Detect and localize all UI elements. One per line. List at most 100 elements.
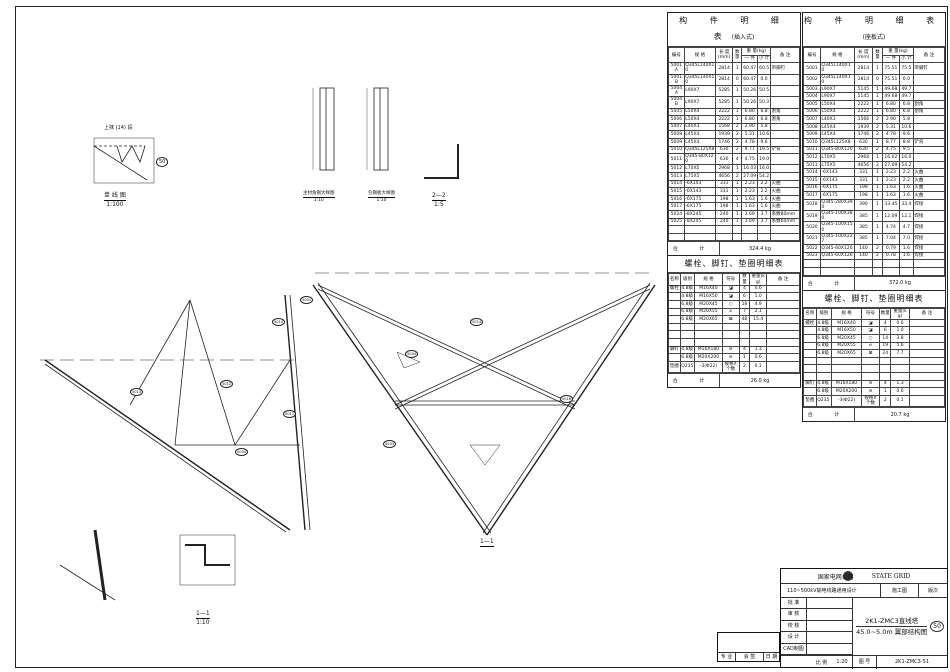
- table-cell: M20X45: [831, 334, 862, 343]
- table-cell: 5010: [803, 138, 821, 147]
- table-cell: Q235: [679, 360, 696, 374]
- table-cell: 9.77: [741, 145, 759, 155]
- company-name: 国家电网公司: [817, 573, 854, 581]
- caption-scale: 1:10: [376, 198, 387, 203]
- table-cell: ⊖: [721, 345, 740, 355]
- table-cell: 火曲: [770, 202, 800, 212]
- table-cell: [668, 353, 681, 362]
- table-cell: 27.09: [741, 172, 759, 181]
- table-cell: [912, 145, 946, 155]
- table-cell: 2: [872, 251, 883, 261]
- state-grid-logo-icon: [843, 571, 853, 581]
- table-cell: 1: [872, 232, 883, 246]
- table-cell: M20X45: [694, 299, 723, 309]
- table-cell: L75X5: [683, 172, 717, 181]
- table-cell: 240: [715, 210, 734, 219]
- table-cell: 2222: [853, 107, 874, 117]
- table-cell: 50.3: [757, 96, 772, 109]
- table-cell: -6X143: [819, 176, 855, 185]
- table-cell: 8.77: [881, 138, 900, 147]
- table-cell: [908, 379, 946, 389]
- table-cell: -8X245: [683, 217, 717, 227]
- table-cell: 2.1: [749, 307, 768, 317]
- table-cell: 4.74: [881, 221, 900, 234]
- table-cell: 5007: [803, 115, 821, 124]
- table-cell: 6.8级: [679, 353, 696, 362]
- table-cell: 系数80mm: [770, 210, 800, 219]
- table-cell: 3.69: [741, 217, 759, 227]
- table-cell: [912, 153, 946, 162]
- table-cell: 焊接: [912, 232, 946, 246]
- version-label: 版次: [927, 588, 938, 594]
- table-cell: 2: [872, 145, 883, 155]
- table-cell: 5005: [803, 100, 821, 109]
- table-cell: 5002: [803, 73, 821, 86]
- table-cell: M20X65: [694, 315, 723, 324]
- table-cell: Q345L125X8: [819, 138, 855, 147]
- table-cell: [721, 330, 740, 339]
- table-cell: 5016: [803, 183, 821, 193]
- table-cell: 140: [853, 244, 874, 253]
- table-row: [803, 372, 946, 381]
- table-cell: 6.80: [741, 107, 759, 117]
- table-cell: [831, 372, 862, 381]
- table-cell: 2222: [853, 100, 874, 109]
- side-truss: [44, 294, 311, 533]
- table-cell: M20X200: [694, 353, 723, 362]
- table-cell: [738, 330, 751, 339]
- table-cell: 2: [879, 394, 892, 408]
- table-cell: 1746: [715, 137, 734, 147]
- single-line-title: 上抹 (14) 段: [104, 125, 133, 131]
- table-cell: 6.8级: [815, 387, 833, 396]
- table-cell: 2.23: [881, 168, 900, 177]
- table-cell: 198: [853, 191, 874, 200]
- table-cell: 3.8: [890, 334, 910, 343]
- table-cell: 焊接: [912, 221, 946, 234]
- table-cell: [738, 337, 751, 347]
- table-cell: 0.6: [749, 353, 768, 362]
- table-cell: 2968: [715, 164, 734, 174]
- table-cell: Q345-80X120: [819, 145, 855, 155]
- table-cell: 5004A: [668, 84, 685, 98]
- table-cell: 铲背: [912, 138, 946, 147]
- table-cell: ⊖: [860, 379, 881, 389]
- table-row: [803, 364, 946, 374]
- table-cell: 割角: [912, 107, 946, 117]
- table-cell: 5022: [803, 244, 821, 253]
- table-cell: 带脚钉: [912, 62, 946, 75]
- table-cell: -3(Φ22): [694, 360, 723, 374]
- table-cell: 1: [872, 221, 883, 234]
- table-cell: 2: [732, 130, 743, 139]
- table-cell: 6: [879, 326, 892, 336]
- table-cell: 3.7: [757, 217, 772, 227]
- table-cell: 16.0: [898, 153, 914, 162]
- table-cell: 5013: [668, 172, 685, 181]
- table-cell: 4.7: [898, 221, 914, 234]
- table-cell: 1: [732, 96, 743, 109]
- table-cell: 5009: [803, 130, 821, 140]
- table-cell: 1.6: [898, 191, 914, 200]
- table-cell: 5.31: [741, 130, 759, 139]
- table-cell: 48: [738, 315, 751, 324]
- main-angle-detail: [312, 87, 389, 171]
- table-cell: L50X4: [819, 107, 855, 117]
- table-cell: 60.47: [741, 73, 759, 86]
- table-cell: [879, 356, 892, 366]
- table-cell: 1.63: [881, 191, 900, 200]
- table-cell: 1: [872, 183, 883, 193]
- table-title: 构 件 明 细 表(座板式): [803, 13, 945, 47]
- table-cell: [766, 322, 800, 332]
